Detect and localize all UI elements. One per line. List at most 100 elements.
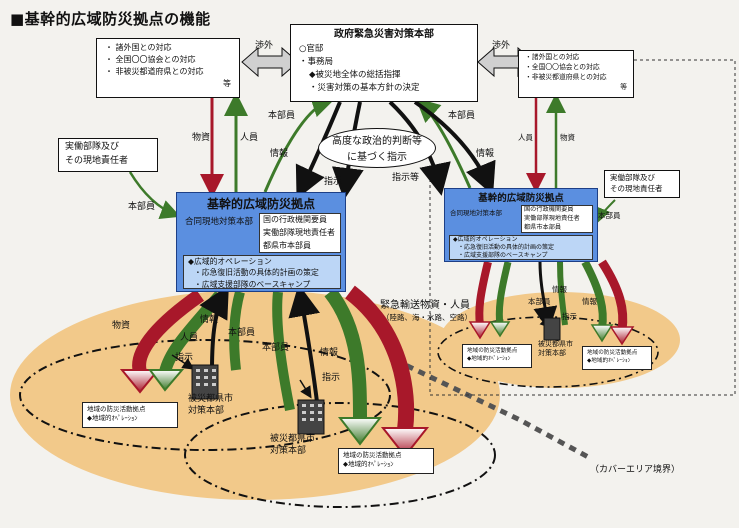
activity-op: ◆地域的ｵﾍﾟﾚｰｼｮﾝ bbox=[467, 356, 511, 363]
right-area-frame bbox=[429, 59, 736, 396]
operation-item: ・広域支援部隊のベースキャンプ bbox=[458, 252, 548, 260]
government-hq-title: 政府緊急災害対策本部 bbox=[334, 29, 434, 40]
sub-disaster-base: 基幹的広域防災拠点 合同現地対策本部 国の行政機関要員 実働部隊現地責任者 都県… bbox=[444, 188, 598, 262]
judgment-bubble: 高度な政治的判断等 に基づく指示 bbox=[318, 128, 436, 168]
field-manager-text: 実働部隊及び bbox=[65, 142, 120, 152]
coverage-area-left bbox=[10, 290, 500, 508]
member-item: 都県市本部員 bbox=[263, 240, 311, 250]
main-base-hq-label: 合同現地対策本部 bbox=[185, 217, 254, 227]
label-instruction-lower-2: 指示 bbox=[322, 373, 341, 383]
main-base-title: 基幹的広域防災拠点 bbox=[206, 197, 315, 211]
office-building-icon-1 bbox=[191, 364, 219, 400]
label-info-lower-2: 情報 bbox=[320, 348, 339, 358]
office-label-3: 被災都県市 対策本部 bbox=[538, 340, 573, 358]
office-label-2: 被災都県市 対策本部 bbox=[270, 434, 315, 457]
operation-item: ・応急復旧活動の具体的計画の策定 bbox=[194, 268, 319, 278]
member-item: 実働部隊現地責任者 bbox=[524, 214, 580, 222]
external-affairs-box-right: ・諸外国との対応 ・全国〇〇協会との対応 ・非被災都道府県との対応 等 bbox=[518, 50, 634, 98]
external-suffix: 等 bbox=[223, 79, 231, 88]
external-item: ・非被災都道府県との対応 bbox=[525, 72, 607, 81]
label-transport-routes: （陸路、海・水路、空路） bbox=[382, 313, 472, 322]
sub-base-members: 国の行政機関要員 実働部隊現地責任者 都県市本部員 bbox=[521, 205, 593, 233]
label-info-lower: 情報 bbox=[200, 315, 219, 325]
hq-item: ・災害対策の基本方針の決定 bbox=[309, 83, 420, 94]
external-item: ・ 諸外国との対応 bbox=[105, 43, 172, 52]
label-personnel-lower: 人員 bbox=[180, 333, 199, 343]
activity-title: 地域の防災活動拠点 bbox=[343, 451, 402, 459]
label-hq-staff: 本部員 bbox=[268, 111, 296, 121]
office-text: 対策本部 bbox=[538, 349, 566, 358]
arrow-staff-up-2 bbox=[272, 284, 320, 411]
office-text: 被災都県市 bbox=[188, 394, 234, 404]
hq-item: ・事務局 bbox=[299, 56, 334, 67]
field-manager-text: 実働部隊及び bbox=[610, 173, 655, 182]
label-goods-lower: 物資 bbox=[112, 321, 131, 331]
office-label-1: 被災都県市 対策本部 bbox=[188, 394, 233, 417]
label-hq-staff-left: 本部員 bbox=[128, 202, 156, 212]
field-manager-box-left: 実働部隊及び その現地責任者 bbox=[58, 138, 158, 172]
negotiation-label-right: 渉外 bbox=[492, 41, 511, 51]
arrow-goods-down bbox=[119, 289, 205, 394]
arrow-transport-down-2 bbox=[344, 285, 430, 458]
hq-item: ◆被災地全体の総括指揮 bbox=[309, 69, 401, 80]
activity-op: ◆地域的ｵﾍﾟﾚｰｼｮﾝ bbox=[87, 414, 138, 423]
operation-item: ・応急復旧活動の具体的計画の策定 bbox=[458, 244, 555, 252]
local-activity-base-3: 地域の防災活動拠点 ◆地域的ｵﾍﾟﾚｰｼｮﾝ bbox=[462, 344, 532, 368]
label-hq-staff-sub: 本部員 bbox=[528, 297, 551, 306]
external-item: ・全国〇〇協会との対応 bbox=[525, 62, 600, 71]
local-activity-base-1: 地域の防災活動拠点 ◆地域的ｵﾍﾟﾚｰｼｮﾝ bbox=[82, 402, 178, 428]
sub-base-title: 基幹的広域防災拠点 bbox=[478, 193, 564, 204]
label-hq-staff-2: 本部員 bbox=[448, 111, 476, 121]
member-item: 国の行政機関要員 bbox=[524, 206, 574, 213]
label-instruction-sub: 指示 bbox=[562, 312, 577, 321]
office-building-icon-3 bbox=[543, 317, 561, 341]
label-personnel: 人員 bbox=[240, 133, 259, 143]
judgment-text: に基づく指示 bbox=[347, 151, 407, 163]
main-base-operations: ◆広域的オペレーション ・応急復旧活動の具体的計画の策定 ・広域支援部隊のベース… bbox=[183, 255, 341, 289]
label-hq-staff-lower: 本部員 bbox=[228, 328, 256, 338]
negotiation-label-left: 渉外 bbox=[255, 41, 274, 51]
external-affairs-box-left: ・ 諸外国との対応 ・ 全国〇〇協会との対応 ・ 非被災都道府県との対応 等 bbox=[96, 38, 240, 98]
external-item: ・諸外国との対応 bbox=[525, 53, 580, 61]
activity-op: ◆地域的ｵﾍﾟﾚｰｼｮﾝ bbox=[587, 358, 631, 365]
main-disaster-base: 基幹的広域防災拠点 合同現地対策本部 国の行政機関要員 実働部隊現地責任者 都県… bbox=[176, 192, 346, 292]
label-info: 情報 bbox=[270, 149, 289, 159]
office-building-icon-2 bbox=[297, 399, 325, 435]
local-activity-base-2: 地域の防災活動拠点 ◆地域的ｵﾍﾟﾚｰｼｮﾝ bbox=[338, 448, 434, 474]
label-coverage-boundary: （カバーエリア境界） bbox=[590, 465, 681, 475]
office-text: 被災都県市 bbox=[538, 340, 573, 348]
label-instruction: 指示 bbox=[324, 177, 343, 187]
activity-title: 地域の防災活動拠点 bbox=[467, 348, 518, 354]
field-manager-text: その現地責任者 bbox=[610, 184, 663, 194]
judgment-text: 高度な政治的判断等 bbox=[332, 136, 422, 147]
office-text: 被災都県市 bbox=[270, 434, 316, 444]
activity-op: ◆地域的ｵﾍﾟﾚｰｼｮﾝ bbox=[343, 460, 394, 469]
member-item: 実働部隊現地責任者 bbox=[263, 227, 335, 237]
external-suffix: 等 bbox=[620, 82, 627, 91]
member-item: 国の行政機関要員 bbox=[263, 215, 327, 224]
label-hq-staff-right: 本部員 bbox=[598, 211, 621, 220]
main-base-members: 国の行政機関要員 実働部隊現地責任者 都県市本部員 bbox=[259, 213, 341, 253]
external-item: ・ 全国〇〇協会との対応 bbox=[105, 55, 196, 64]
operation-item: ◆広域的オペレーション bbox=[188, 257, 272, 266]
operation-item: ・広域支援部隊のベースキャンプ bbox=[194, 279, 311, 289]
activity-title: 地域の防災活動拠点 bbox=[587, 350, 638, 356]
sub-base-operations: ◆広域的オペレーション ・応急復旧活動の具体的計画の策定 ・広域支援部隊のベース… bbox=[449, 235, 593, 260]
sub-base-hq-label: 合同現地対策本部 bbox=[450, 209, 502, 217]
label-hq-staff-lower-2: 本部員 bbox=[262, 343, 290, 353]
local-activity-base-4: 地域の防災活動拠点 ◆地域的ｵﾍﾟﾚｰｼｮﾝ bbox=[582, 346, 652, 370]
external-item: ・ 非被災都道府県との対応 bbox=[105, 67, 204, 76]
hq-item: ○官邸 bbox=[299, 43, 324, 54]
label-transport: 緊急輸送物資・人員 bbox=[380, 300, 470, 311]
arrow-info-up bbox=[199, 285, 229, 371]
arrow-staff-up bbox=[229, 290, 245, 371]
page-title: ■基幹的広域防災拠点の機能 bbox=[10, 10, 211, 28]
label-instruction-lower: 指示 bbox=[175, 353, 194, 363]
label-personnel-right: 人員 bbox=[518, 133, 533, 142]
label-info-2: 情報 bbox=[476, 149, 495, 159]
member-item: 都県市本部員 bbox=[524, 223, 562, 231]
government-hq-box: 政府緊急災害対策本部 ○官邸 ・事務局 ◆被災地全体の総括指揮 ・災害対策の基本… bbox=[290, 24, 478, 102]
label-goods: 物資 bbox=[192, 133, 211, 143]
office-text: 対策本部 bbox=[270, 445, 307, 456]
field-manager-text: その現地責任者 bbox=[65, 155, 129, 166]
